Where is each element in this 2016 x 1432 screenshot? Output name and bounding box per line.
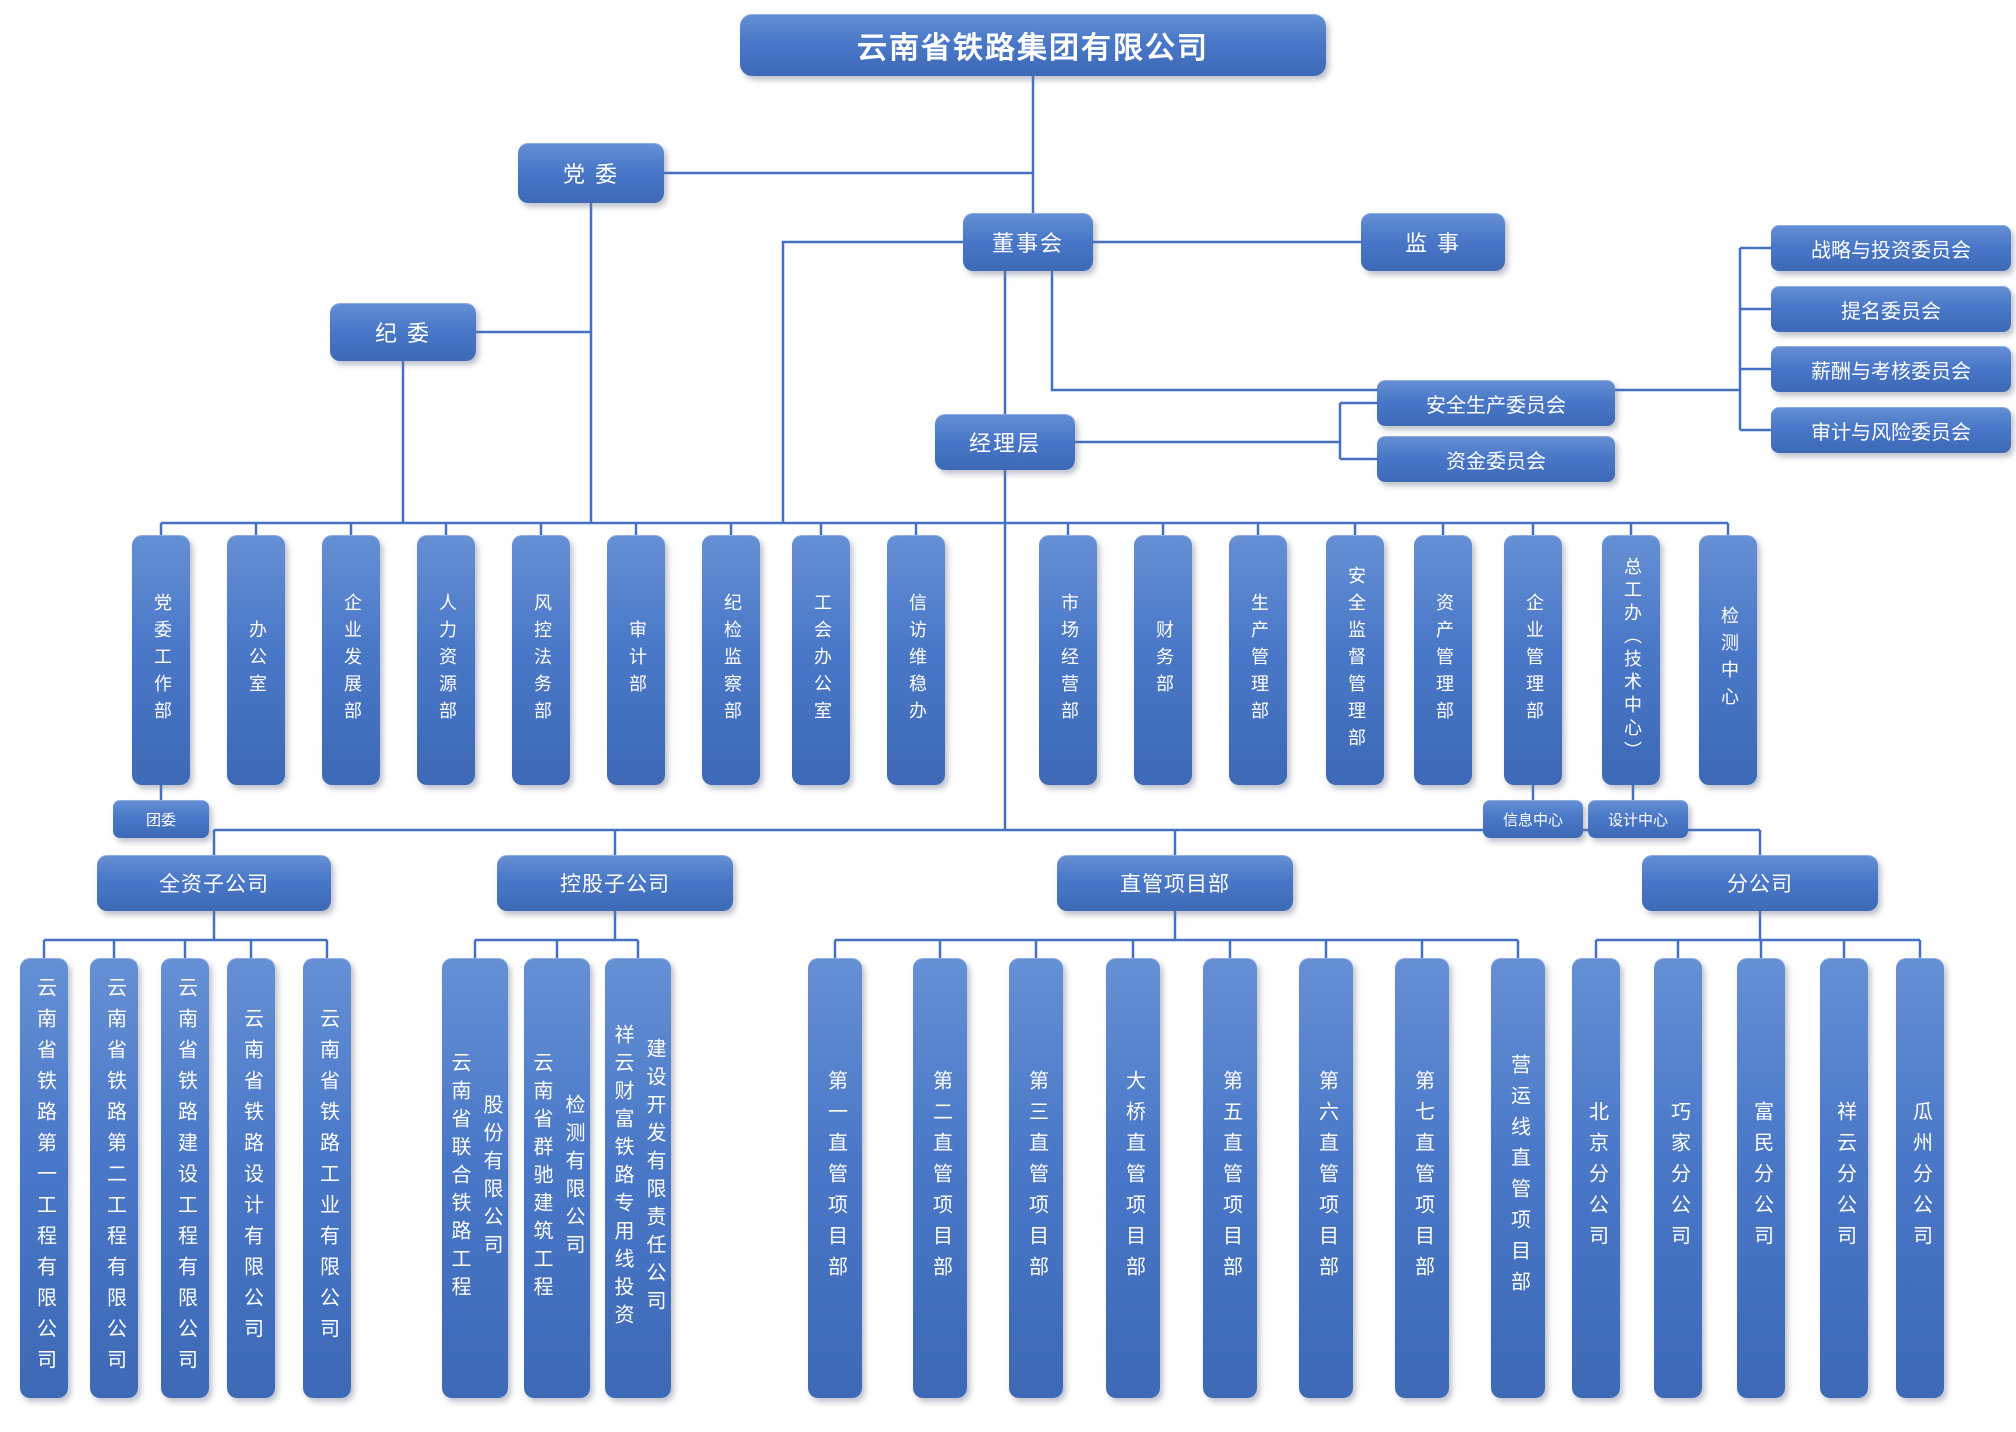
dept-office: 办公室 [227, 535, 285, 785]
project-dept-fifth: 第五直管项目部 [1203, 958, 1257, 1398]
dept-discipline-supervision: 纪检监察部 [702, 535, 760, 785]
dept-risk-legal: 风控法务部 [512, 535, 570, 785]
committee-funds: 资金委员会 [1377, 436, 1615, 482]
branch-xiangyun: 祥云分公司 [1820, 958, 1868, 1398]
sub-design-center: 设计中心 [1588, 800, 1688, 838]
project-dept-first: 第一直管项目部 [808, 958, 862, 1398]
company-united-railway-engineering: 云南省联合铁路工程 股份有限公司 [442, 958, 508, 1398]
group-wholly-owned-subsidiaries: 全资子公司 [97, 855, 331, 911]
group-direct-project-departments: 直管项目部 [1057, 855, 1293, 911]
company-railway-second-engineering: 云南省铁路第二工程有限公司 [90, 958, 138, 1398]
dept-chief-engineer-office: 总工办（技术中心） [1602, 535, 1660, 785]
dept-enterprise-management: 企业管理部 [1504, 535, 1562, 785]
branch-guazhou: 瓜州分公司 [1896, 958, 1944, 1398]
project-dept-sixth: 第六直管项目部 [1299, 958, 1353, 1398]
branch-qiaojia: 巧家分公司 [1654, 958, 1702, 1398]
group-branch-companies: 分公司 [1642, 855, 1878, 911]
dept-production-management: 生产管理部 [1229, 535, 1287, 785]
company-railway-industry: 云南省铁路工业有限公司 [303, 958, 351, 1398]
box-party-committee: 党 委 [518, 143, 664, 203]
company-title: 云南省铁路集团有限公司 [857, 32, 1209, 65]
sub-information-center: 信息中心 [1483, 800, 1583, 838]
committee-audit-risk: 审计与风险委员会 [1771, 407, 2011, 453]
dept-human-resources: 人力资源部 [417, 535, 475, 785]
group-holding-subsidiaries: 控股子公司 [497, 855, 733, 911]
dept-enterprise-development: 企业发展部 [322, 535, 380, 785]
branch-beijing: 北京分公司 [1572, 958, 1620, 1398]
branch-fumin: 富民分公司 [1737, 958, 1785, 1398]
company-title-box: 云南省铁路集团有限公司 [740, 14, 1326, 76]
project-dept-second: 第二直管项目部 [913, 958, 967, 1398]
committee-safety-production: 安全生产委员会 [1377, 380, 1615, 426]
committee-compensation-assessment: 薪酬与考核委员会 [1771, 346, 2011, 392]
project-dept-bridge: 大桥直管项目部 [1106, 958, 1160, 1398]
company-qunchi-construction-testing: 云南省群驰建筑工程 检测有限公司 [524, 958, 590, 1398]
dept-finance: 财务部 [1134, 535, 1192, 785]
project-dept-operating-line: 营运线直管项目部 [1491, 958, 1545, 1398]
box-management-layer: 经理层 [935, 414, 1075, 470]
sub-youth-league: 团委 [113, 800, 209, 838]
dept-union-office: 工会办公室 [792, 535, 850, 785]
dept-asset-management: 资产管理部 [1414, 535, 1472, 785]
dept-safety-supervision: 安全监督管理部 [1326, 535, 1384, 785]
company-railway-construction-engineering: 云南省铁路建设工程有限公司 [161, 958, 209, 1398]
project-dept-third: 第三直管项目部 [1009, 958, 1063, 1398]
dept-party-work: 党委工作部 [132, 535, 190, 785]
dept-audit: 审计部 [607, 535, 665, 785]
dept-testing-center: 检测中心 [1699, 535, 1757, 785]
company-xiangyun-caifu-railway-investment: 祥云财富铁路专用线投资 建设开发有限责任公司 [605, 958, 671, 1398]
committee-strategy-investment: 战略与投资委员会 [1771, 225, 2011, 271]
committee-nomination: 提名委员会 [1771, 286, 2011, 332]
company-railway-design: 云南省铁路设计有限公司 [227, 958, 275, 1398]
box-board-of-directors: 董事会 [963, 213, 1093, 271]
project-dept-seventh: 第七直管项目部 [1395, 958, 1449, 1398]
box-discipline-committee: 纪 委 [330, 303, 476, 361]
box-supervisor: 监 事 [1361, 213, 1505, 271]
dept-petition-stability: 信访维稳办 [887, 535, 945, 785]
dept-market-operation: 市场经营部 [1039, 535, 1097, 785]
company-railway-first-engineering: 云南省铁路第一工程有限公司 [20, 958, 68, 1398]
